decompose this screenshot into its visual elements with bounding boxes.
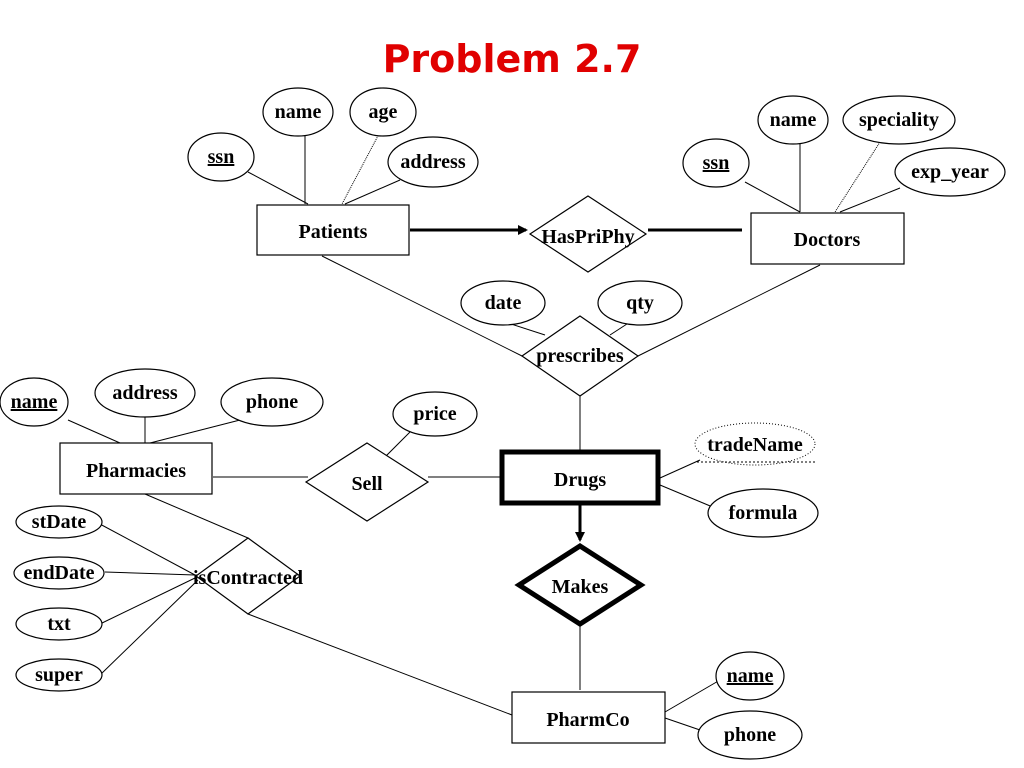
entity-pharmco: PharmCo xyxy=(511,691,666,744)
attr-prescribes-date: date xyxy=(460,280,546,326)
attr-pharmco-name: name xyxy=(715,651,785,701)
attr-patients-address: address xyxy=(387,136,479,188)
entity-pharmacies-label: Pharmacies xyxy=(86,460,186,482)
entity-doctors-label: Doctors xyxy=(794,229,861,251)
svg-text:address: address xyxy=(400,151,465,173)
svg-text:name: name xyxy=(11,391,58,413)
entity-drugs-label: Drugs xyxy=(554,469,606,491)
connector-lines xyxy=(67,129,901,731)
svg-text:phone: phone xyxy=(246,391,298,413)
relationship-prescribes-label: prescribes xyxy=(536,345,624,367)
attr-doctors-name: name xyxy=(757,95,829,145)
attr-pharmco-phone: phone xyxy=(697,710,803,760)
entity-drugs: Drugs xyxy=(499,449,661,506)
attr-pharmacies-address: address xyxy=(94,368,196,418)
attr-patients-age: age xyxy=(349,87,417,137)
attr-iscontracted-enddate: endDate xyxy=(13,556,105,590)
relationship-prescribes: prescribes xyxy=(520,315,640,397)
attr-pharmacies-phone: phone xyxy=(220,377,324,427)
svg-text:ssn: ssn xyxy=(208,146,235,168)
relationship-sell: Sell xyxy=(304,442,430,522)
svg-text:age: age xyxy=(369,101,398,123)
attr-iscontracted-stdate: stDate xyxy=(15,505,103,539)
attr-doctors-exp_year: exp_year xyxy=(894,147,1006,197)
attr-doctors-speciality: speciality xyxy=(842,95,956,145)
attr-patients-ssn: ssn xyxy=(187,132,255,182)
attr-patients-name: name xyxy=(262,87,334,137)
relationship-haspriphy-label: HasPriPhy xyxy=(541,226,634,248)
attr-drugs-formula: formula xyxy=(707,488,819,538)
svg-text:ssn: ssn xyxy=(703,152,730,174)
svg-text:tradeName: tradeName xyxy=(707,434,803,456)
attr-prescribes-qty: qty xyxy=(597,280,683,326)
relationship-sell-label: Sell xyxy=(351,473,383,495)
svg-text:name: name xyxy=(770,109,817,131)
svg-text:speciality: speciality xyxy=(859,109,939,131)
svg-text:txt: txt xyxy=(47,613,71,635)
entity-doctors: Doctors xyxy=(750,212,905,265)
entity-pharmacies: Pharmacies xyxy=(59,442,213,495)
svg-text:super: super xyxy=(35,664,83,686)
svg-text:price: price xyxy=(413,403,456,425)
svg-text:stDate: stDate xyxy=(32,511,87,533)
relationship-iscontracted-label: isContracted xyxy=(193,567,303,589)
svg-text:endDate: endDate xyxy=(23,562,94,584)
entity-patients-label: Patients xyxy=(299,221,368,243)
svg-text:name: name xyxy=(727,665,774,687)
svg-text:formula: formula xyxy=(729,502,798,524)
attr-doctors-ssn: ssn xyxy=(682,138,750,188)
svg-text:qty: qty xyxy=(626,292,654,314)
attr-iscontracted-txt: txt xyxy=(15,607,103,641)
svg-text:name: name xyxy=(275,101,322,123)
relationship-makes: Makes xyxy=(514,543,646,627)
attr-drugs-tradename: tradeName xyxy=(694,422,816,466)
relationship-makes-label: Makes xyxy=(552,576,609,598)
attr-iscontracted-super: super xyxy=(15,658,103,692)
svg-text:phone: phone xyxy=(724,724,776,746)
svg-text:date: date xyxy=(485,292,522,314)
svg-text:exp_year: exp_year xyxy=(911,161,989,183)
attr-sell-price: price xyxy=(392,391,478,437)
entity-patients: Patients xyxy=(256,204,410,256)
relationship-haspriphy: HasPriPhy xyxy=(528,195,648,273)
page-title: Problem 2.7 xyxy=(383,37,642,81)
relationship-iscontracted: isContracted xyxy=(193,537,303,615)
svg-text:address: address xyxy=(112,382,177,404)
entity-pharmco-label: PharmCo xyxy=(546,709,629,731)
attr-pharmacies-name: name xyxy=(0,377,69,427)
